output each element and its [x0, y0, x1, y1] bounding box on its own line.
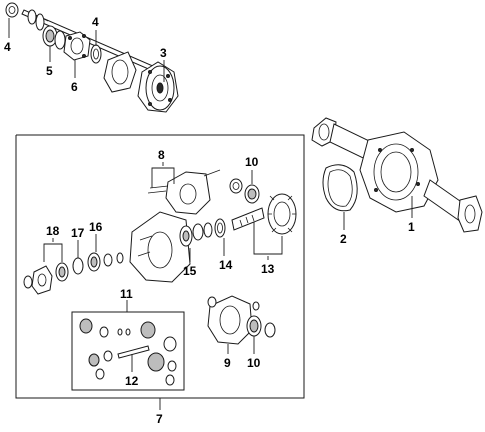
pinion-seal[interactable] — [229, 178, 260, 204]
differential-assembly-frame — [15, 134, 305, 399]
callout-7: 7 — [156, 412, 163, 426]
callout-9: 9 — [224, 356, 231, 370]
callout-4-upper: 4 — [92, 15, 99, 29]
axle-housing[interactable] — [311, 117, 483, 233]
callout-16: 16 — [89, 220, 103, 234]
oil-seal-left[interactable] — [5, 2, 19, 18]
backing-plate[interactable] — [103, 51, 137, 93]
callout-18: 18 — [46, 224, 60, 238]
callout-10-bottom: 10 — [247, 356, 261, 370]
differential-gear-kit[interactable] — [79, 318, 177, 386]
callout-11: 11 — [120, 287, 133, 301]
pinion-flange-set[interactable] — [23, 252, 124, 295]
differential-unit[interactable] — [207, 295, 260, 345]
callout-5: 5 — [46, 64, 53, 78]
shaft-bearing-small[interactable] — [27, 9, 45, 31]
callout-10-top: 10 — [245, 155, 259, 169]
callout-6: 6 — [71, 80, 78, 94]
callout-3: 3 — [160, 46, 167, 60]
differential-bearing[interactable] — [246, 315, 276, 338]
callout-12: 12 — [125, 374, 139, 388]
callout-8: 8 — [158, 148, 165, 162]
side-bearing[interactable] — [179, 222, 213, 247]
callout-17: 17 — [71, 226, 85, 240]
bearing-retainer[interactable] — [63, 31, 91, 61]
leader-lines — [8, 18, 413, 410]
differential-carrier[interactable] — [147, 169, 221, 215]
callout-14: 14 — [219, 258, 233, 272]
differential-gear-kit-box — [71, 311, 185, 391]
callout-1: 1 — [408, 220, 415, 234]
axle-hub-drum[interactable] — [137, 61, 179, 113]
shim[interactable] — [214, 218, 226, 238]
callout-2: 2 — [340, 232, 347, 246]
callout-numbers: 4 5 6 4 3 1 2 8 10 13 14 15 16 17 18 11 … — [4, 15, 415, 426]
oil-seal-right[interactable] — [90, 44, 102, 64]
housing-gasket[interactable] — [322, 164, 358, 212]
ring-and-pinion[interactable] — [231, 193, 297, 235]
callout-13: 13 — [261, 262, 275, 276]
callout-15: 15 — [183, 264, 197, 278]
axle-shaft-assembly — [5, 2, 179, 113]
callout-4-left: 4 — [4, 40, 11, 54]
differential-case[interactable] — [129, 211, 191, 283]
